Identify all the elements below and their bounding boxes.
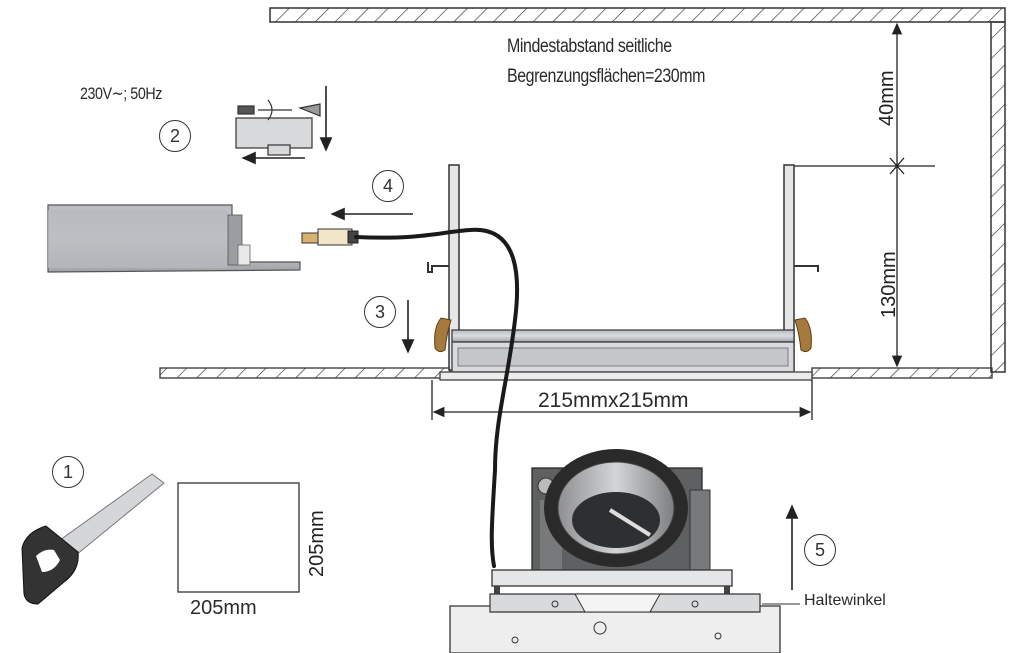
step-1-marker: 1	[52, 456, 84, 488]
step-2-marker: 2	[159, 120, 191, 152]
cutout-template	[177, 482, 300, 593]
motion-arrows	[241, 86, 799, 590]
top-clearance-dimension: 40mm	[876, 70, 898, 126]
opening-dimension	[431, 380, 813, 420]
grille-panel	[439, 329, 813, 381]
spring-clips	[434, 317, 812, 353]
transformer-box	[47, 204, 301, 273]
step-4-marker: 4	[372, 170, 404, 202]
clearance-note-line1: Mindestabstand seitliche	[507, 36, 672, 57]
connector-plug	[301, 228, 359, 246]
fan-unit	[449, 449, 781, 653]
vertical-dimension	[785, 22, 935, 368]
housing-height-dimension: 130mm	[878, 251, 900, 318]
cutout-width-dimension: 205mm	[190, 597, 257, 619]
power-cable	[354, 227, 520, 568]
cutout-height-dimension: 205mm	[306, 510, 328, 577]
step-5-marker: 5	[804, 534, 836, 566]
step-3-marker: 3	[364, 296, 396, 328]
bracket-callout: Haltewinkel	[804, 592, 886, 609]
voltage-label: 230V∼; 50Hz	[80, 84, 162, 103]
saw-icon	[21, 473, 165, 605]
mounting-clip-illustration	[235, 99, 321, 156]
clearance-note-line2: Begrenzungsflächen=230mm	[507, 66, 705, 87]
ceiling-opening-dimension: 215mmx215mm	[538, 389, 689, 412]
side-wall	[990, 21, 1006, 373]
ceiling-slab	[269, 7, 1006, 23]
